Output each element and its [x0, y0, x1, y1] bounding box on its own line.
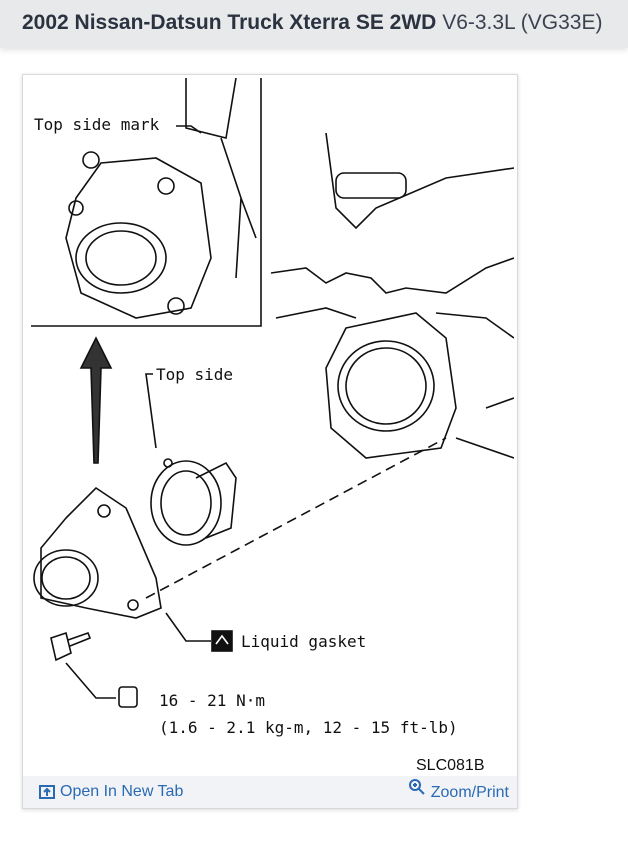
label-torque-nm: 16 - 21 N·m: [159, 691, 265, 710]
engine-block: [270, 132, 514, 459]
diagram-card: Top side mark Top side: [22, 74, 518, 809]
liquid-gasket-icon: [211, 630, 233, 652]
thermostat-diagram[interactable]: Top side mark Top side: [26, 78, 514, 776]
label-torque-ftlb: (1.6 - 2.1 kg-m, 12 - 15 ft-lb): [159, 718, 458, 737]
inset-frame: [31, 78, 262, 327]
label-top-side-mark: Top side mark: [34, 115, 160, 134]
label-top-side: Top side: [156, 365, 233, 384]
page-header: 2002 Nissan-Datsun Truck Xterra SE 2WD V…: [0, 0, 628, 48]
thermostat-housing: [33, 437, 447, 619]
label-liquid-gasket: Liquid gasket: [241, 632, 366, 651]
card-footer: Open In New Tab Zoom/Print: [23, 776, 517, 808]
up-arrow-icon: [79, 336, 113, 464]
zoom-print-link[interactable]: Zoom/Print: [408, 778, 509, 802]
bolt: [50, 631, 92, 662]
engine-subtitle: V6-3.3L (VG33E): [442, 11, 603, 34]
thermostat: [150, 458, 237, 546]
zoom-in-icon: [408, 779, 425, 795]
page-title: 2002 Nissan-Datsun Truck Xterra SE 2WD V…: [22, 11, 603, 34]
inset-housing: [65, 78, 257, 319]
torque-wrench-icon: [118, 686, 138, 708]
open-new-tab-link[interactable]: Open In New Tab: [39, 783, 183, 801]
figure-code: SLC081B: [416, 757, 485, 774]
open-new-tab-icon: [39, 785, 55, 799]
